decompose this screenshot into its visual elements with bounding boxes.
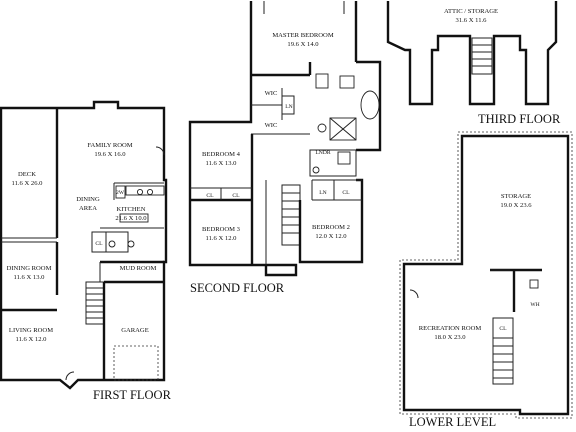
closet-bed2-label: CL	[342, 190, 350, 196]
family-room-name: FAMILY ROOM	[87, 142, 132, 149]
deck-name: DECK	[18, 171, 36, 178]
recreation-room-name: RECREATION ROOM	[419, 325, 482, 332]
wic-top-label: WIC	[265, 90, 278, 97]
first-floor-title: FIRST FLOOR	[93, 388, 172, 402]
first-floor-plan: FAMILY ROOM 19.6 X 16.0 DECK 11.6 X 26.0…	[0, 100, 172, 402]
bedroom4-dim: 11.6 X 13.0	[206, 160, 238, 167]
dining-room-name: DINING ROOM	[7, 265, 52, 272]
family-room-dim: 19.6 X 16.0	[94, 151, 126, 158]
dining-room-dim: 11.6 X 13.0	[14, 274, 46, 281]
third-floor-plan: ATTIC / STORAGE 31.6 X 11.6 THIRD FLOOR	[386, 1, 561, 126]
lower-level-title: LOWER LEVEL	[409, 415, 496, 429]
linen-top-label: LN	[285, 104, 292, 110]
lower-level-plan: STORAGE 19.0 X 23.6 WH RECREATION ROOM 1…	[399, 131, 573, 429]
lower-stair-treads	[493, 345, 513, 379]
mud-room-name: MUD ROOM	[120, 265, 157, 272]
lower-closet-label: CL	[499, 326, 507, 332]
second-floor-title: SECOND FLOOR	[190, 281, 285, 295]
fridge-label: 2W	[116, 190, 125, 196]
closet-left-label: CL	[206, 193, 214, 199]
storage-dim: 19.0 X 23.6	[500, 202, 532, 209]
third-floor-stair-treads	[472, 44, 492, 67]
bedroom3-name: BEDROOM 3	[202, 226, 241, 233]
bedroom2-name: BEDROOM 2	[312, 224, 350, 231]
bedroom4-name: BEDROOM 4	[202, 151, 241, 158]
closet-right-label: CL	[232, 193, 240, 199]
recreation-room-dim: 18.0 X 23.0	[434, 334, 466, 341]
living-room-dim: 11.6 X 12.0	[16, 336, 48, 343]
first-floor-closet-label: CL	[95, 241, 103, 247]
kitchen-name: KITCHEN	[117, 206, 146, 213]
bedroom2-dim: 12.0 X 12.0	[315, 233, 347, 240]
second-floor-plan: MASTER BEDROOM 19.6 X 14.0 WIC LN WIC LN…	[188, 1, 382, 295]
first-floor-stair-treads	[86, 287, 104, 319]
deck-dim: 11.6 X 26.0	[12, 180, 44, 187]
master-bedroom-name: MASTER BEDROOM	[272, 32, 334, 39]
third-floor-title: THIRD FLOOR	[478, 112, 561, 126]
master-bedroom-dim: 19.6 X 14.0	[287, 41, 319, 48]
garage-name: GARAGE	[121, 327, 148, 334]
attic-name: ATTIC / STORAGE	[444, 8, 498, 15]
kitchen-dim: 21.6 X 10.0	[115, 215, 147, 222]
attic-dim: 31.6 X 11.6	[456, 17, 488, 24]
wic-bottom-label: WIC	[265, 122, 278, 129]
linen-bottom-label: LN	[319, 190, 326, 196]
second-floor-stair-treads	[282, 192, 300, 234]
dining-area-name-1: DINING	[76, 196, 100, 203]
storage-name: STORAGE	[501, 193, 531, 200]
dining-area-name-2: AREA	[79, 205, 97, 212]
bedroom3-dim: 11.6 X 12.0	[206, 235, 238, 242]
water-heater-label: WH	[530, 302, 539, 308]
living-room-name: LIVING ROOM	[9, 327, 53, 334]
laundry-label: LNDR	[315, 150, 330, 156]
